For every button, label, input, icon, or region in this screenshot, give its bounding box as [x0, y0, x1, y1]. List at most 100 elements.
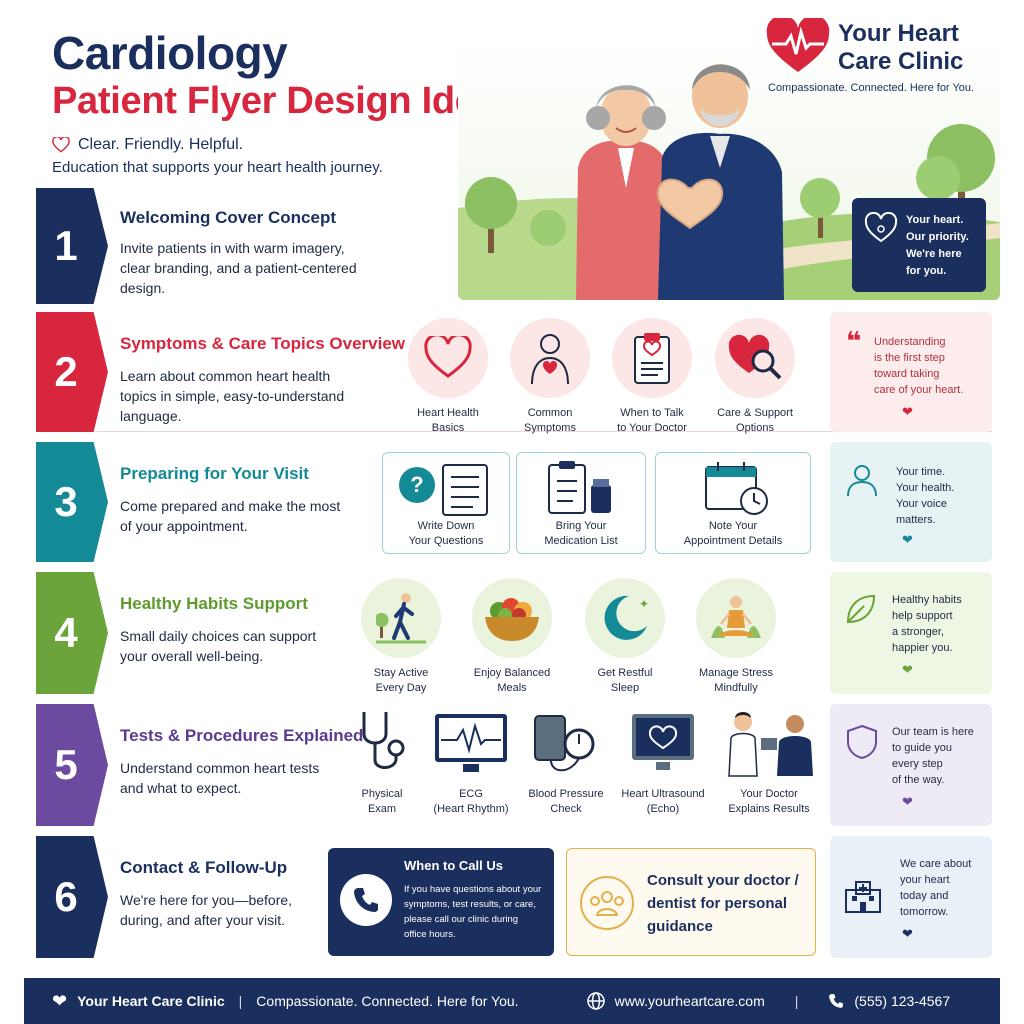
svg-text:✦: ✦ — [639, 597, 649, 611]
section-description: We're here for you—before, during, and a… — [120, 890, 292, 930]
section-number: 3 — [36, 442, 108, 562]
item-label: Explains Results — [728, 803, 810, 815]
phone-icon — [829, 994, 844, 1008]
item-label: ECG — [459, 788, 483, 800]
section-title: Preparing for Your Visit — [120, 464, 309, 483]
section-title: Welcoming Cover Concept — [120, 208, 336, 227]
section-number: 6 — [36, 836, 108, 958]
side-line: care of your heart. — [874, 384, 964, 396]
desc-line: Invite patients in with warm imagery, — [120, 240, 345, 256]
side-line: Your voice — [896, 498, 947, 510]
heart-outline-icon — [52, 137, 70, 153]
section-description: Small daily choices can support your ove… — [120, 626, 316, 666]
item-label: Basics — [431, 422, 465, 434]
section-number: 2 — [36, 312, 108, 432]
item-label: Every Day — [375, 682, 427, 694]
call-title: When to Call Us — [404, 858, 503, 873]
desc-line: Small daily choices can support — [120, 628, 317, 644]
side-line: every step — [892, 758, 943, 770]
item-label: Common — [527, 407, 573, 419]
desc-line: Learn about common heart health — [120, 368, 331, 384]
hero-card-line4: for you. — [906, 265, 947, 277]
side-line: a stronger, — [892, 626, 944, 638]
ultrasound-icon — [632, 714, 694, 770]
item-label: Meals — [497, 682, 527, 694]
side-message-card: Your time. Your health. Your voice matte… — [830, 442, 992, 562]
desc-line: language. — [120, 408, 182, 424]
item-label: Stay Active — [373, 667, 429, 679]
item-label: Get Restful — [597, 667, 653, 679]
svg-text:?: ? — [410, 472, 423, 497]
item-label: Your Questions — [408, 535, 484, 547]
heart-icon: ❤ — [52, 990, 68, 1011]
when-to-call-card: When to Call Us If you have questions ab… — [328, 848, 554, 956]
doctor-patient-icon — [728, 712, 813, 777]
test-heart-ultrasound: Heart Ultrasound(Echo) — [610, 708, 716, 817]
section-title: Healthy Habits Support — [120, 594, 308, 613]
item-label: Enjoy Balanced — [473, 667, 551, 679]
side-line: today and — [900, 890, 949, 902]
call-line: office hours. — [404, 929, 456, 940]
shield-icon — [847, 724, 877, 760]
side-line: your heart — [900, 874, 950, 886]
header-subtitle: Education that supports your heart healt… — [52, 159, 383, 176]
side-message-card: Our team is here to guide you every step… — [830, 704, 992, 826]
footer-phone-link[interactable]: (555) 123-4567 — [854, 993, 951, 1009]
item-label: Manage Stress — [699, 667, 773, 679]
divider: | — [238, 993, 243, 1009]
section-description: Learn about common heart health topics i… — [120, 366, 344, 426]
hospital-icon — [845, 881, 881, 913]
page-title: Cardiology — [52, 27, 288, 79]
side-line: We care about — [900, 858, 972, 870]
side-line: matters. — [896, 514, 936, 526]
heart-magnifier-icon — [728, 334, 782, 380]
consult-line: Consult your doctor / — [647, 872, 799, 889]
quote-icon: ❝ — [846, 326, 862, 356]
item-label: Medication List — [544, 535, 618, 547]
item-label: Write Down — [417, 520, 475, 532]
topic-when-to-talk: When to Talk to Your Doctor — [597, 318, 707, 436]
item-label: Options — [736, 422, 774, 434]
section-3: 3 Preparing for Your Visit Come prepared… — [36, 442, 992, 562]
item-label: Heart Health — [417, 407, 479, 419]
desc-line: Come prepared and make the most — [120, 498, 341, 514]
consult-text: Consult your doctor / dentist for person… — [647, 869, 813, 938]
item-label: to Your Doctor — [617, 422, 687, 434]
hero-card-line2: Our priority. — [906, 231, 969, 243]
section-description: Come prepared and make the most of your … — [120, 496, 340, 536]
footer-website-link[interactable]: www.yourheartcare.com — [614, 993, 765, 1009]
footer-bar: ❤ Your Heart Care Clinic | Compassionate… — [24, 978, 1000, 1024]
item-label: When to Talk — [620, 407, 684, 419]
heart-icon: ❤ — [902, 794, 913, 809]
section-title: Contact & Follow-Up — [120, 858, 288, 877]
people-group-icon — [580, 876, 634, 930]
consult-line: guidance — [647, 918, 713, 935]
desc-line: clear branding, and a patient-centered — [120, 260, 357, 276]
call-text: If you have questions about your symptom… — [404, 882, 550, 942]
side-line: to guide you — [892, 742, 952, 754]
brand-name: Your Heart Care Clinic — [838, 20, 964, 75]
tagline: Clear. Friendly. Helpful. — [52, 136, 243, 154]
side-line: help support — [892, 610, 953, 622]
heart-icon — [424, 336, 472, 378]
desc-line: during, and after your visit. — [120, 912, 285, 928]
item-label: Care & Support — [717, 407, 793, 419]
hero-card-line3: We're here — [906, 248, 962, 260]
test-ecg: ECG(Heart Rhythm) — [418, 708, 524, 817]
item-label: Exam — [367, 803, 397, 815]
item-label: Check — [550, 803, 582, 815]
divider: | — [794, 993, 799, 1009]
section-description: Invite patients in with warm imagery, cl… — [120, 238, 357, 298]
footer-clinic-name: Your Heart Care Clinic — [77, 993, 225, 1009]
section-5: 5 Tests & Procedures Explained Understan… — [36, 704, 992, 826]
desc-line: your overall well-being. — [120, 648, 264, 664]
side-message-card: Healthy habits help support a stronger, … — [830, 572, 992, 694]
